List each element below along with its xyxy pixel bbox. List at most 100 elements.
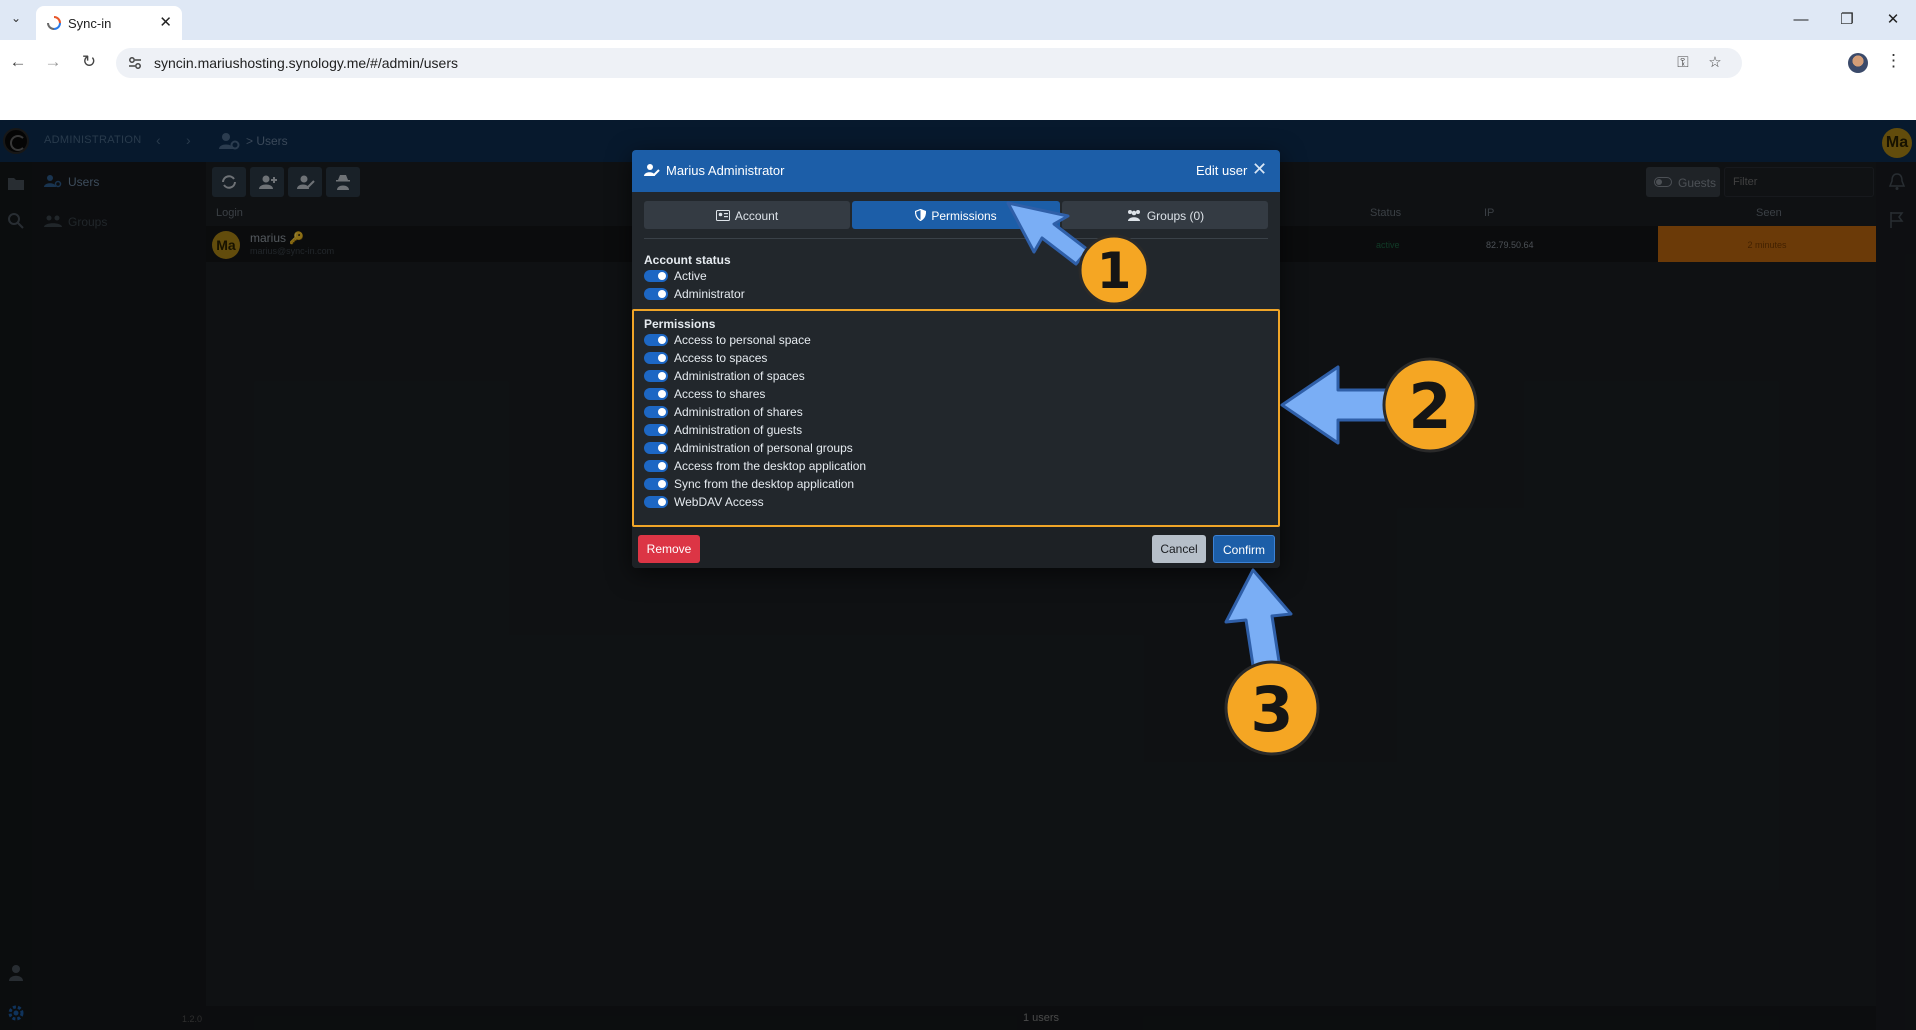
browser-menu-icon[interactable]: ⋮ <box>1885 51 1902 70</box>
toggle-switch[interactable] <box>644 352 668 364</box>
column-header-seen[interactable]: Seen <box>1756 207 1782 219</box>
user-icon[interactable] <box>7 964 25 982</box>
toggle-switch[interactable] <box>644 370 668 382</box>
toggle-label: Administrator <box>674 287 745 301</box>
toggle-switch[interactable] <box>644 270 668 282</box>
toggle-switch[interactable] <box>644 442 668 454</box>
filter-input[interactable] <box>1724 167 1874 197</box>
dialog-footer: Remove Cancel Confirm <box>632 526 1280 568</box>
restore-icon[interactable]: ❐ <box>1840 11 1854 28</box>
header-user-avatar[interactable]: Ma <box>1882 128 1912 158</box>
forward-icon[interactable]: → <box>44 52 62 71</box>
dialog-subtitle: Edit user <box>1196 163 1248 178</box>
toggle-switch[interactable] <box>644 288 668 300</box>
column-header-login[interactable]: Login <box>216 207 243 219</box>
toggle-label: Sync from the desktop application <box>674 477 855 491</box>
toggle-label: Access to personal space <box>674 333 811 347</box>
user-plus-icon <box>259 175 277 189</box>
confirm-button[interactable]: Confirm <box>1213 535 1275 563</box>
status-badge: active <box>1376 240 1400 250</box>
user-edit-icon <box>644 164 660 176</box>
toggle-label: WebDAV Access <box>674 495 764 509</box>
back-icon[interactable]: ← <box>9 52 27 71</box>
app-logo[interactable] <box>3 128 29 154</box>
app-version: 1.2.0 <box>182 1014 203 1024</box>
tab-account[interactable]: Account <box>644 201 850 229</box>
bell-icon[interactable] <box>1887 172 1907 192</box>
reload-icon[interactable]: ↻ <box>81 52 97 71</box>
breadcrumb-current: Users <box>256 134 288 148</box>
browser-tab[interactable]: Sync-in ✕ <box>36 6 182 40</box>
browser-toolbar: ← → ↻ syncin.mariushosting.synology.me/#… <box>0 40 1916 120</box>
sidebar-item-label: Users <box>68 175 100 189</box>
row-seen: 2 minutes <box>1658 226 1876 262</box>
row-login: marius 🔑 <box>250 231 305 245</box>
site-info-icon[interactable] <box>126 54 144 72</box>
user-secret-button[interactable] <box>326 167 360 197</box>
users-group-icon <box>44 215 62 227</box>
toggle-label: Administration of shares <box>674 405 803 419</box>
toggle-label: Administration of personal groups <box>674 441 853 455</box>
row-seen-text: 2 minutes <box>1747 240 1787 250</box>
tab-title: Sync-in <box>68 16 112 31</box>
table-footer: 1 users <box>206 1006 1876 1030</box>
toggle-switch[interactable] <box>644 478 668 490</box>
users-cog-icon <box>219 133 240 150</box>
folder-icon[interactable] <box>7 174 25 192</box>
sync-in-favicon-icon <box>47 16 61 30</box>
dialog-title: Marius Administrator <box>666 163 785 178</box>
toggle-switch[interactable] <box>644 406 668 418</box>
flag-icon[interactable] <box>1887 210 1907 230</box>
search-icon[interactable] <box>7 212 25 230</box>
address-bar[interactable]: syncin.mariushosting.synology.me/#/admin… <box>116 48 1742 78</box>
account-status-heading: Account status <box>644 253 731 267</box>
toggle-switch[interactable] <box>644 424 668 436</box>
row-ip: 82.79.50.64 <box>1486 240 1534 250</box>
remove-button[interactable]: Remove <box>638 535 700 563</box>
edit-user-button[interactable] <box>288 167 322 197</box>
dialog-header: Marius Administrator Edit user ✕ <box>632 150 1280 192</box>
cancel-button[interactable]: Cancel <box>1152 535 1206 563</box>
toggle-label: Active <box>674 269 707 283</box>
tab-groups[interactable]: Groups (0) <box>1062 201 1268 229</box>
close-icon[interactable]: ✕ <box>1252 159 1268 179</box>
permissions-heading: Permissions <box>644 317 716 331</box>
minimize-icon[interactable]: — <box>1793 11 1809 28</box>
users-icon <box>1127 210 1140 221</box>
row-email: marius@sync-in.com <box>250 246 335 256</box>
bookmark-star-icon[interactable]: ☆ <box>1708 54 1722 71</box>
permissions-highlight-box <box>632 309 1280 527</box>
browser-profile-avatar[interactable] <box>1848 53 1868 73</box>
toggle-switch[interactable] <box>644 334 668 346</box>
toggle-label: Administration of spaces <box>674 369 805 383</box>
nav-forward-chevron-icon[interactable]: › <box>186 132 191 148</box>
refresh-icon <box>222 175 236 189</box>
tab-close-icon[interactable]: ✕ <box>159 14 172 31</box>
toggle-switch[interactable] <box>644 496 668 508</box>
settings-gear-icon[interactable] <box>7 1004 25 1022</box>
id-card-icon <box>715 210 730 221</box>
nav-back-chevron-icon[interactable]: ‹ <box>156 132 161 148</box>
tab-label: Groups (0) <box>1146 209 1205 223</box>
refresh-button[interactable] <box>212 167 246 197</box>
tab-permissions[interactable]: Permissions <box>852 201 1060 229</box>
breadcrumb[interactable]: > Users <box>246 134 288 148</box>
guests-toggle-button[interactable]: Guests <box>1646 167 1720 197</box>
tab-label: Permissions <box>931 209 997 223</box>
window-close-icon[interactable]: ✕ <box>1886 11 1900 28</box>
password-key-icon[interactable]: ⚿ <box>1677 54 1689 71</box>
guests-label: Guests <box>1678 176 1717 190</box>
toggle-switch[interactable] <box>644 388 668 400</box>
tab-divider <box>644 238 1268 239</box>
user-count: 1 users <box>1022 1012 1060 1024</box>
left-rail <box>0 162 32 1030</box>
edit-user-dialog: Marius Administrator Edit user ✕ Account… <box>632 150 1280 568</box>
shield-icon <box>915 208 927 222</box>
toggle-label: Access to spaces <box>674 351 768 365</box>
column-header-ip[interactable]: IP <box>1484 207 1495 219</box>
column-header-status[interactable]: Status <box>1370 207 1402 219</box>
toggle-switch[interactable] <box>644 460 668 472</box>
add-user-button[interactable] <box>250 167 284 197</box>
tab-search-chevron-icon[interactable]: ⌄ <box>10 11 22 25</box>
browser-tab-strip: ⌄ Sync-in ✕ — ❐ ✕ <box>0 0 1916 40</box>
